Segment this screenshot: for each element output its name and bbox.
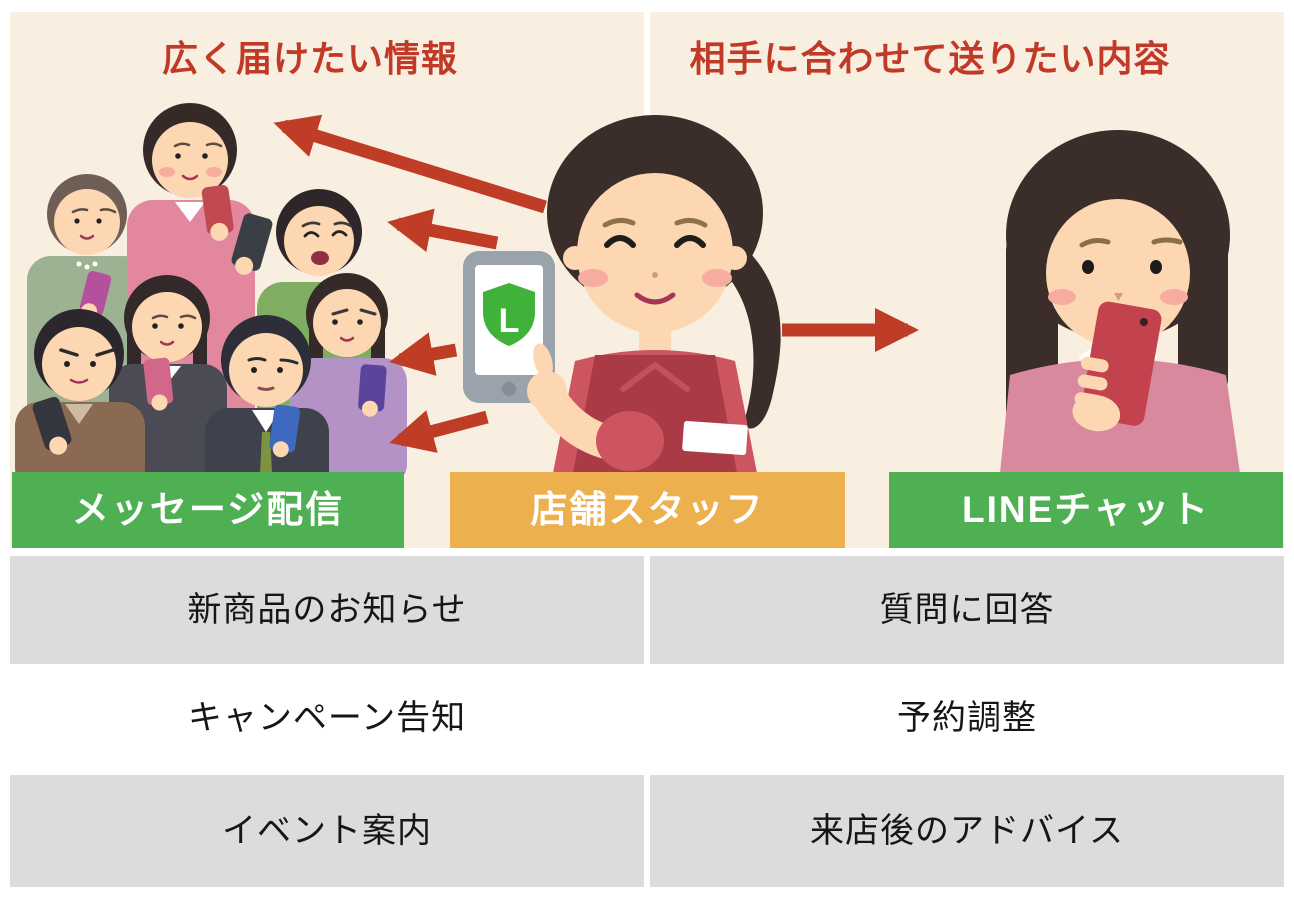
broadcast-title: 広く届けたい情報 [161, 38, 458, 79]
phone-icon [32, 396, 72, 455]
customer-illustration [1000, 130, 1240, 473]
line-shield-icon [483, 283, 535, 346]
staff-illustration: L [463, 115, 781, 473]
phone-icon [143, 357, 174, 411]
chat-feature-cell-3: 来店後のアドバイス [650, 775, 1284, 887]
person-brown-jacket [15, 309, 145, 474]
smartphone-icon [1072, 301, 1162, 432]
smartphone-icon: L [463, 251, 555, 403]
banner-message-broadcast: メッセージ配信 [12, 472, 404, 548]
chat-title: 相手に合わせて送りたい内容 [689, 38, 1171, 79]
phone-icon [269, 404, 301, 458]
chat-feature-cell-1: 質問に回答 [650, 556, 1284, 664]
person-suit-man [205, 315, 329, 474]
phone-icon [231, 213, 273, 275]
name-tag [682, 421, 748, 455]
phone-icon [358, 364, 387, 417]
broadcast-feature-cell-3: イベント案内 [10, 775, 644, 887]
line-logo-letter: L [499, 302, 520, 340]
chat-feature-cell-2: 予約調整 [650, 664, 1284, 772]
phone-icon [201, 185, 234, 241]
broadcast-feature-cell-1: 新商品のお知らせ [10, 556, 644, 664]
broadcast-feature-cell-2: キャンペーン告知 [10, 664, 644, 772]
banner-store-staff: 店舗スタッフ [450, 472, 845, 548]
banner-line-chat: LINEチャット [889, 472, 1283, 548]
crowd-illustration [15, 103, 407, 474]
person-purple-cardigan [289, 273, 407, 474]
